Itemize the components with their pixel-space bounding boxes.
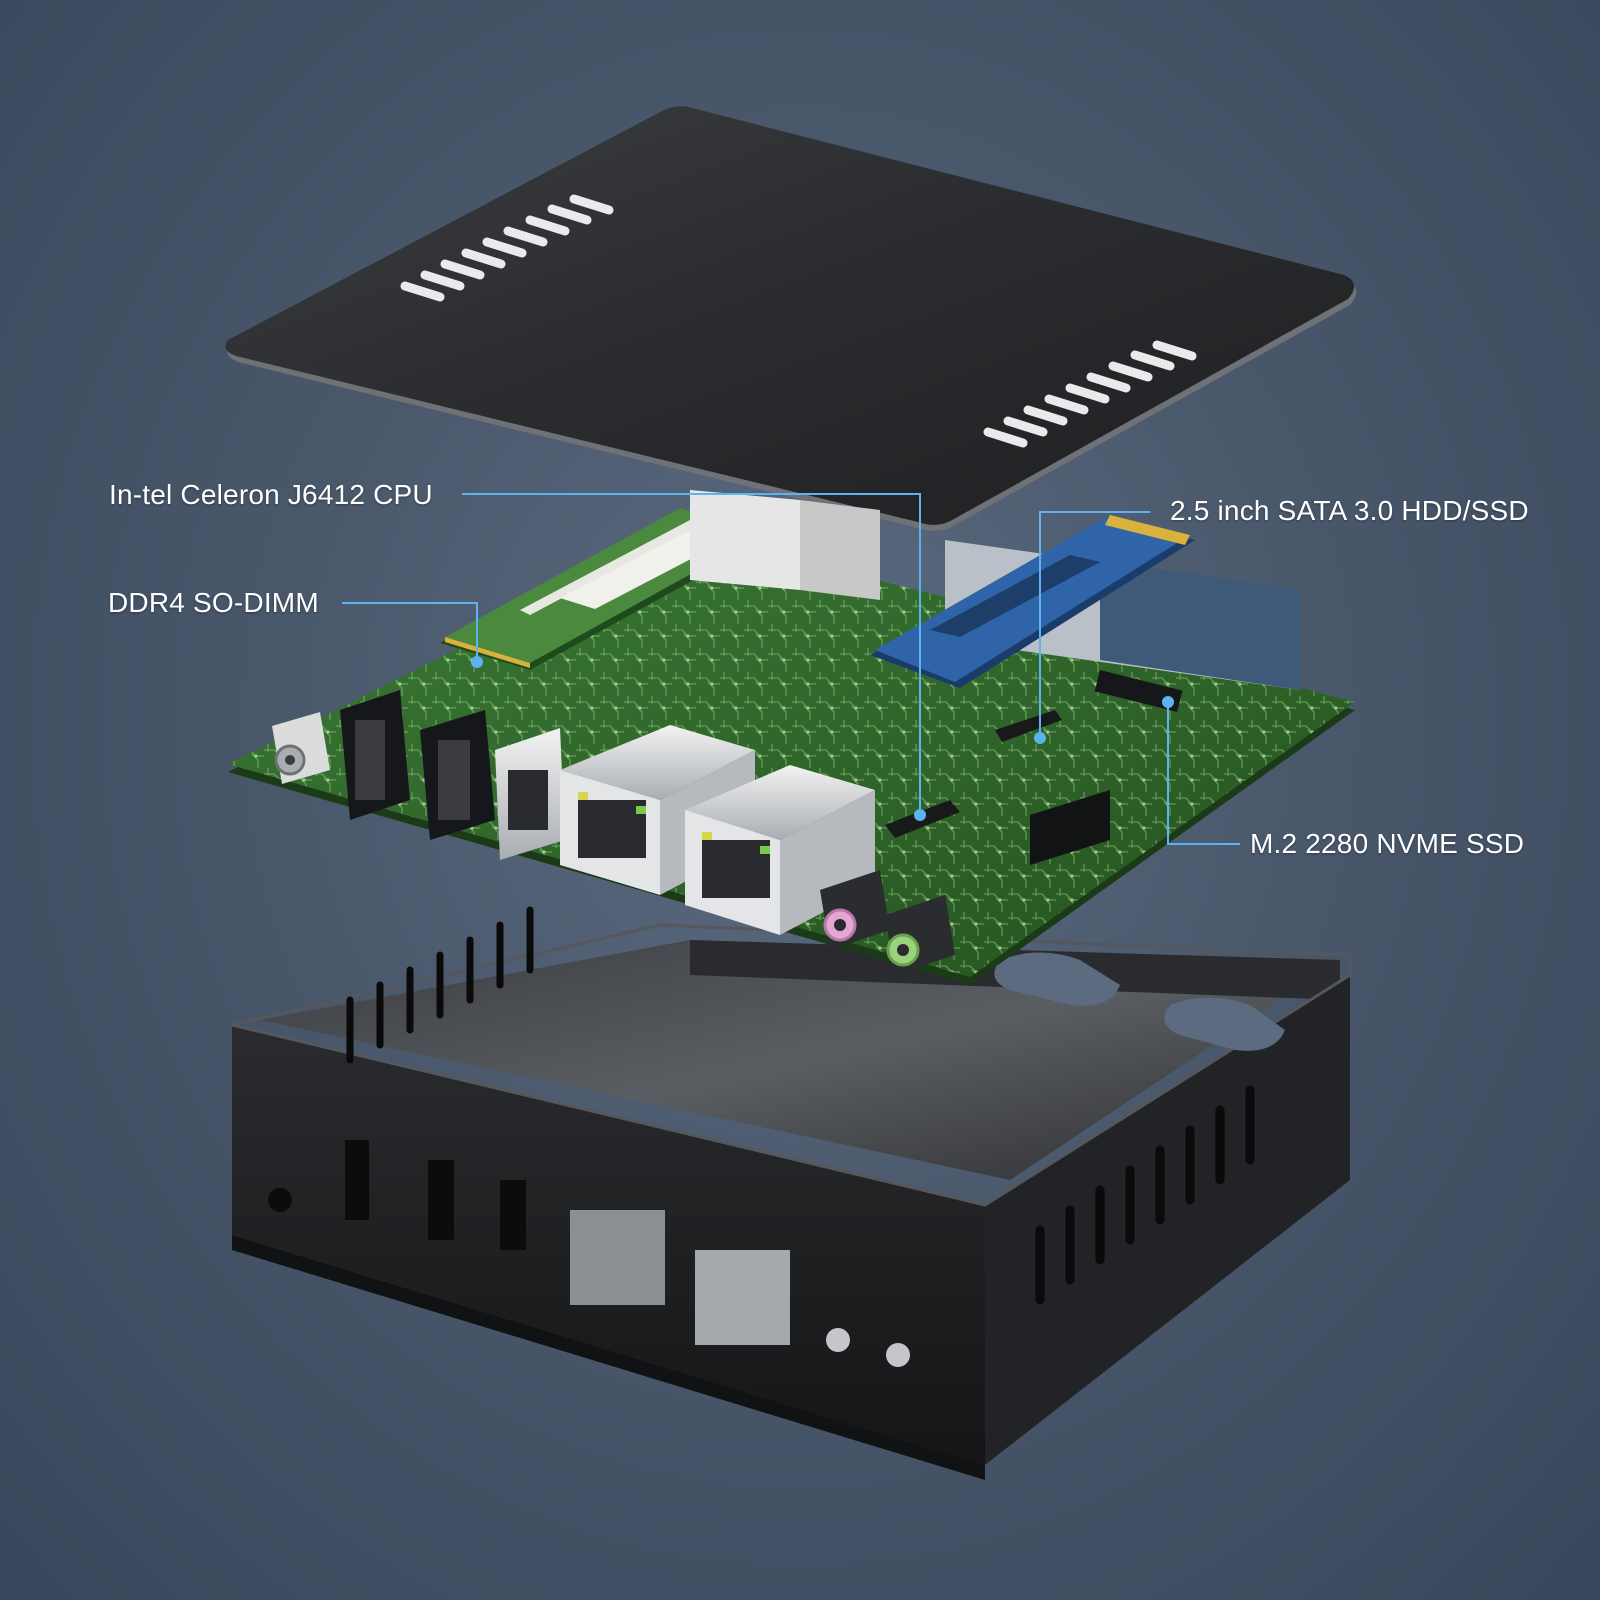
leader-dots: [471, 656, 1174, 821]
left-wall-vents: [346, 906, 534, 1064]
audio-jacks: [820, 870, 955, 975]
motherboard: [228, 490, 1355, 985]
usb-port: [495, 728, 565, 860]
heatsink-fins: [232, 1235, 985, 1480]
case-bottom: [231, 906, 1352, 1480]
front-port-cutouts: [268, 1140, 910, 1367]
hdmi-ports: [340, 690, 495, 840]
lid-vent-slots-left: [400, 194, 614, 302]
cpu-callout-label: In-tel Celeron J6412 CPU: [109, 479, 433, 510]
ethernet-port-2: [685, 765, 875, 935]
sata-bracket: [690, 490, 1300, 690]
nvme-leader-line: [1167, 702, 1240, 845]
cpu-leader-line: [462, 493, 921, 815]
sata-callout-label: 2.5 inch SATA 3.0 HDD/SSD: [1170, 495, 1529, 526]
side-vents: [1035, 1085, 1255, 1305]
coax-connector: [272, 712, 330, 784]
sata-leader-line: [1039, 511, 1150, 738]
ram-leader-line: [342, 602, 478, 662]
top-lid: [225, 106, 1357, 531]
nvme-callout-label: M.2 2280 NVME SSD: [1250, 828, 1525, 859]
m2-nvme-ssd: [870, 515, 1195, 688]
lid-vent-slots-right: [983, 340, 1197, 448]
ram-callout-label: DDR4 SO-DIMM: [108, 587, 319, 618]
leader-lines: [342, 493, 1240, 845]
